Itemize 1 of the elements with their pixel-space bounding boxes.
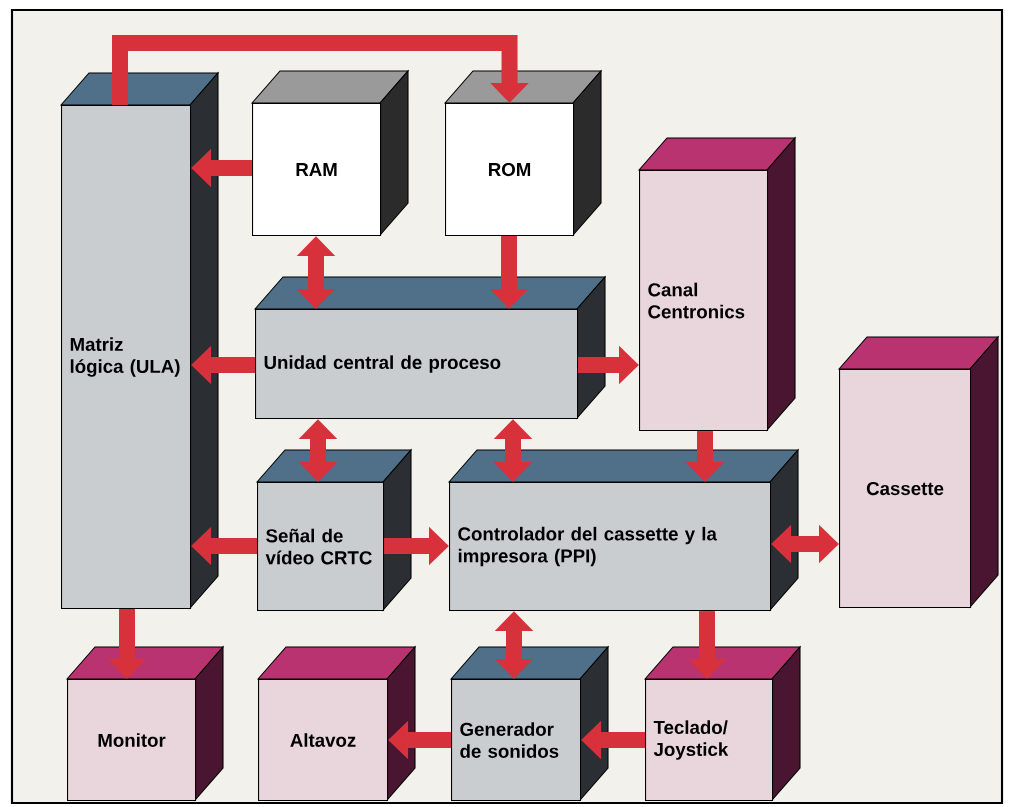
block-arrow — [112, 35, 529, 105]
